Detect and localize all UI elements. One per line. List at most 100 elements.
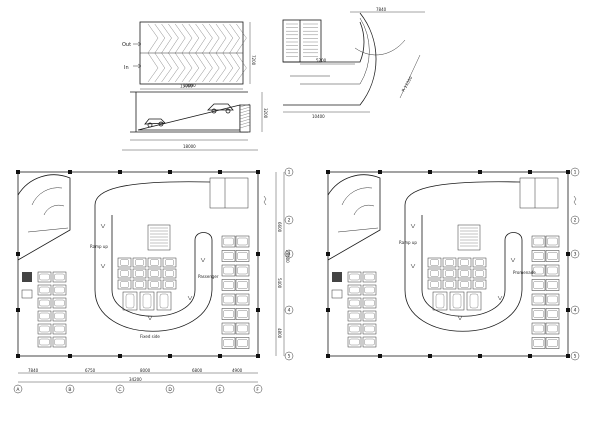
car-icon: [364, 312, 375, 320]
parking-bay: [221, 322, 236, 335]
parking-bay: [147, 279, 162, 290]
parking-bay: [52, 284, 67, 296]
parking-bay: [221, 279, 236, 291]
column: [566, 354, 570, 358]
plan-labels: Ramp up Passenger Fixed side Ramp up Pro…: [90, 240, 536, 339]
parking-bay: [457, 268, 472, 279]
parking-bay: [52, 310, 67, 322]
ramp-plan-width-dim: 10000: [183, 83, 196, 88]
parking-bay: [132, 268, 147, 279]
direction-arrow-icon: [147, 315, 153, 321]
car-icon: [547, 310, 558, 318]
arrow-icon: [133, 41, 142, 47]
car-icon: [150, 259, 159, 266]
car-icon: [223, 237, 234, 246]
ramp-plan-height-dim: 7200: [251, 55, 256, 66]
car-icon: [364, 273, 375, 281]
parking-bay: [432, 291, 448, 311]
section-total-dim: 18000: [183, 144, 196, 149]
car-icon: [223, 324, 234, 333]
ramp-curve: [327, 174, 381, 261]
grid-bubble: [570, 167, 580, 177]
grid-bubble: [65, 384, 75, 394]
row-dim-1: 6600: [277, 222, 282, 233]
car-icon: [430, 281, 439, 288]
service-shaft: [22, 272, 32, 282]
curved-ramp: 7840 5200 10400 R 11000: [282, 7, 425, 119]
car-icon: [39, 312, 50, 320]
car-icon: [475, 259, 484, 266]
car-icon: [237, 266, 248, 275]
parking-bay: [545, 308, 560, 320]
stair-core: [457, 224, 481, 251]
plan-outline: [327, 171, 569, 357]
car-icon: [460, 270, 469, 277]
car-icon: [547, 266, 558, 275]
service-shaft: [332, 272, 342, 282]
parking-bay: [235, 250, 250, 262]
car-icon: [237, 281, 248, 289]
column: [16, 252, 20, 256]
parking-bay: [235, 279, 250, 291]
parking-bay: [156, 291, 172, 311]
column: [378, 354, 382, 358]
direction-arrow-icon: [200, 257, 206, 263]
parking-bay: [221, 337, 236, 349]
direction-arrow-icon: [100, 223, 106, 229]
car-icon: [547, 281, 558, 289]
parking-floor-plan-plain: [326, 170, 577, 358]
column: [68, 170, 72, 174]
car-icon: [144, 118, 166, 128]
car-icon: [237, 324, 248, 333]
parking-bay: [442, 268, 457, 279]
car-icon: [460, 259, 469, 266]
parking-bay: [472, 279, 487, 290]
car-icon: [475, 270, 484, 277]
parking-bay: [472, 257, 487, 268]
car-icon: [120, 281, 129, 288]
car-icon: [223, 252, 234, 260]
column: [118, 354, 122, 358]
curve-mid-dim: 5200: [316, 58, 327, 63]
curve-radius-dim: R 11000: [401, 75, 414, 92]
car-icon: [533, 324, 544, 333]
parking-bay: [362, 284, 377, 296]
car-icon: [349, 273, 360, 281]
car-icon: [533, 237, 544, 246]
parking-bay: [122, 291, 138, 311]
car-icon: [349, 338, 360, 346]
car-icon: [445, 259, 454, 266]
column: [218, 170, 222, 174]
direction-arrow-icon: [410, 223, 416, 229]
car-icon: [460, 281, 469, 288]
car-icon: [207, 103, 234, 114]
parking-bay: [545, 250, 560, 262]
parking-bay: [147, 268, 162, 279]
car-icon: [135, 259, 144, 266]
car-icon: [142, 293, 152, 309]
parking-bay: [362, 336, 377, 348]
column: [566, 308, 570, 312]
column: [326, 252, 330, 256]
car-icon: [237, 252, 248, 260]
col-dim-4: 6800: [192, 368, 203, 373]
parking-bay: [132, 257, 147, 268]
parking-bay: [545, 322, 560, 335]
parking-bay: [147, 257, 162, 268]
car-icon: [54, 338, 65, 346]
parking-bay: [362, 310, 377, 322]
parking-bay: [347, 336, 362, 348]
car-icon: [54, 273, 65, 281]
grid-label: 1: [288, 170, 291, 176]
column: [256, 252, 260, 256]
car-icon: [165, 270, 174, 277]
column: [378, 170, 382, 174]
parking-bay: [545, 293, 560, 306]
car-icon: [39, 325, 50, 333]
parking-bay: [139, 291, 155, 311]
parking-bay: [221, 235, 236, 248]
car-icon: [533, 339, 544, 347]
car-icon: [165, 281, 174, 288]
